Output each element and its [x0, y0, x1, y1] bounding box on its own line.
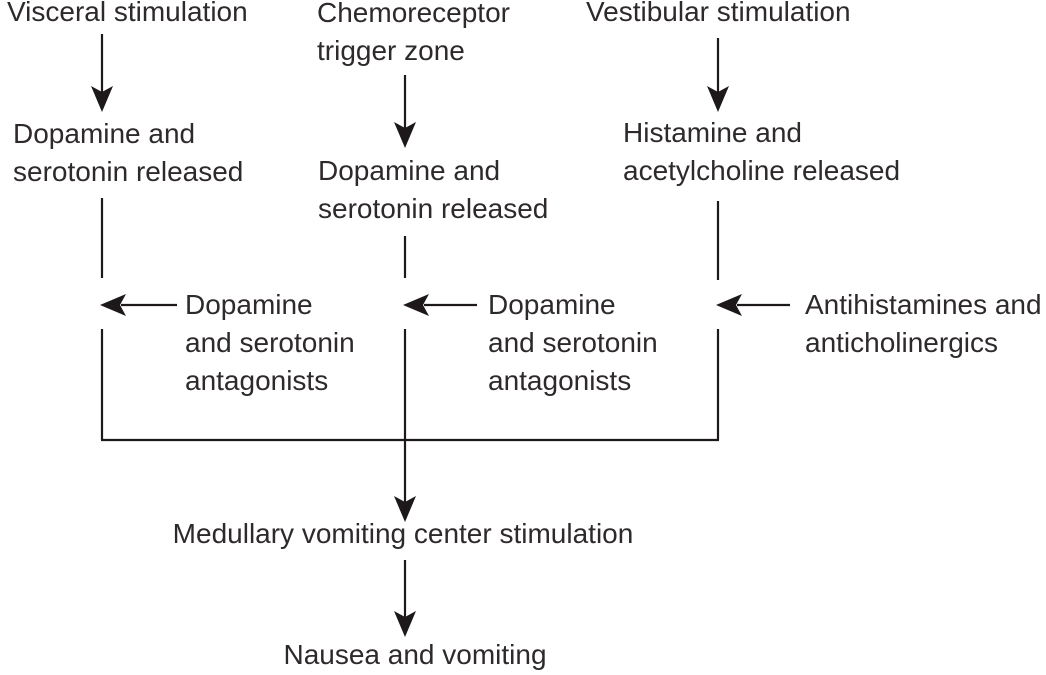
- inhibit-arrow-center: [403, 294, 477, 316]
- arrow-ctz-to-release: [394, 75, 416, 148]
- arrow-vestibular-to-release: [707, 38, 729, 112]
- node-chemoreceptor-trigger-zone: Chemoreceptor trigger zone: [317, 0, 510, 66]
- arrow-converge-to-medullary: [394, 329, 416, 522]
- arrowhead-down-icon: [394, 611, 416, 637]
- arrowhead-down-icon: [394, 122, 416, 148]
- node-dopamine-serotonin-antagonists-left: Dopamine and serotonin antagonists: [185, 289, 355, 396]
- node-medullary-vomiting-center: Medullary vomiting center stimulation: [172, 518, 634, 549]
- inhibit-arrow-left: [100, 294, 177, 316]
- node-dopamine-serotonin-released-center: Dopamine and serotonin released: [318, 155, 549, 224]
- node-visceral-stimulation: Visceral stimulation: [7, 0, 248, 27]
- arrowhead-down-icon: [91, 86, 113, 112]
- node-dopamine-serotonin-released-left: Dopamine and serotonin released: [13, 118, 244, 187]
- node-nausea-and-vomiting: Nausea and vomiting: [283, 639, 547, 670]
- arrowhead-left-icon: [716, 294, 742, 316]
- arrowhead-left-icon: [100, 294, 126, 316]
- arrow-medullary-to-nausea: [394, 560, 416, 637]
- inhibit-arrow-right: [716, 294, 790, 316]
- arrowhead-left-icon: [403, 294, 429, 316]
- node-antihistamines-anticholinergics: Antihistamines and anticholinergics: [805, 289, 1042, 358]
- node-dopamine-serotonin-antagonists-center: Dopamine and serotonin antagonists: [488, 289, 658, 396]
- arrowhead-down-icon: [394, 496, 416, 522]
- node-vestibular-stimulation: Vestibular stimulation: [586, 0, 851, 27]
- node-histamine-acetylcholine-released: Histamine and acetylcholine released: [623, 117, 901, 186]
- arrow-visceral-to-release: [91, 34, 113, 112]
- arrowhead-down-icon: [707, 86, 729, 112]
